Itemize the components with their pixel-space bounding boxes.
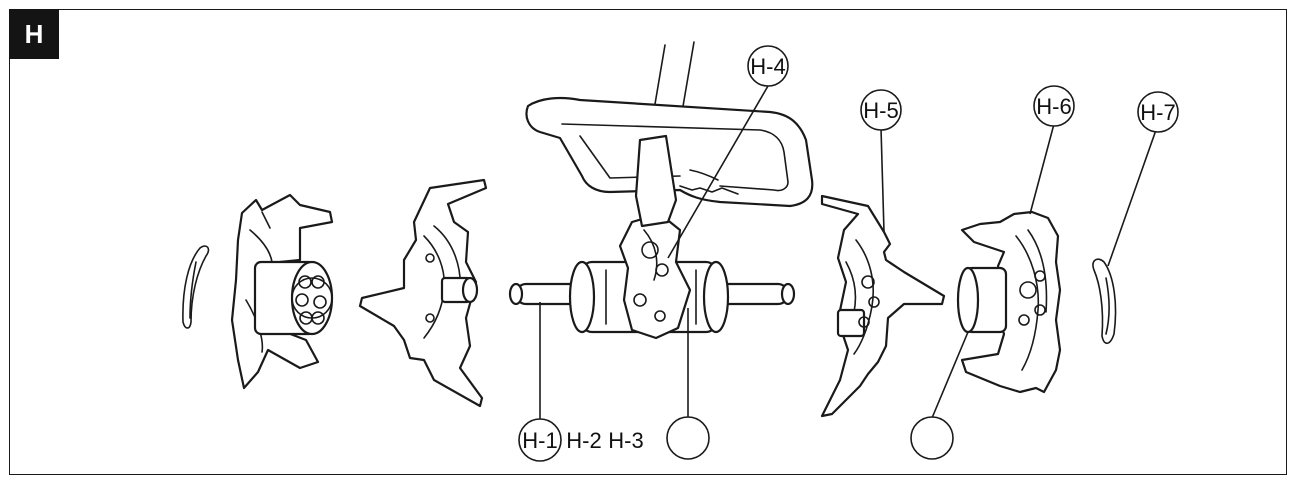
left-hairpin-clip [182, 245, 210, 329]
callout-h6: H-6 [1033, 85, 1075, 127]
callout-h5: H-5 [860, 89, 902, 131]
callout-h4: H-4 [747, 45, 789, 87]
callout-h7-label: H-7 [1140, 100, 1175, 125]
callout-h1-label: H-1 [522, 428, 557, 453]
right-hairpin-clip [1092, 258, 1117, 345]
figure-badge: H [9, 9, 59, 59]
callout-h4-label: H-4 [750, 54, 785, 79]
callout-h1: H-1 [518, 418, 562, 462]
right-outer-tine-assembly [956, 210, 1062, 394]
callout-h5-label: H-5 [863, 98, 898, 123]
callout-h3-label: H-3 [608, 428, 643, 453]
callout-h6-label: H-6 [1036, 94, 1071, 119]
empty-callout-right [910, 416, 954, 460]
figure-frame [9, 9, 1287, 475]
callout-h7: H-7 [1137, 91, 1179, 133]
empty-callout-center [666, 416, 710, 460]
right-inner-tine-plate [820, 194, 946, 418]
center-gearbox-shaft [508, 134, 796, 340]
left-inner-tine-plate [358, 178, 488, 408]
callout-h2-label: H-2 [566, 428, 601, 453]
leader-lines [539, 85, 1157, 424]
left-outer-tine-assembly [230, 193, 334, 390]
